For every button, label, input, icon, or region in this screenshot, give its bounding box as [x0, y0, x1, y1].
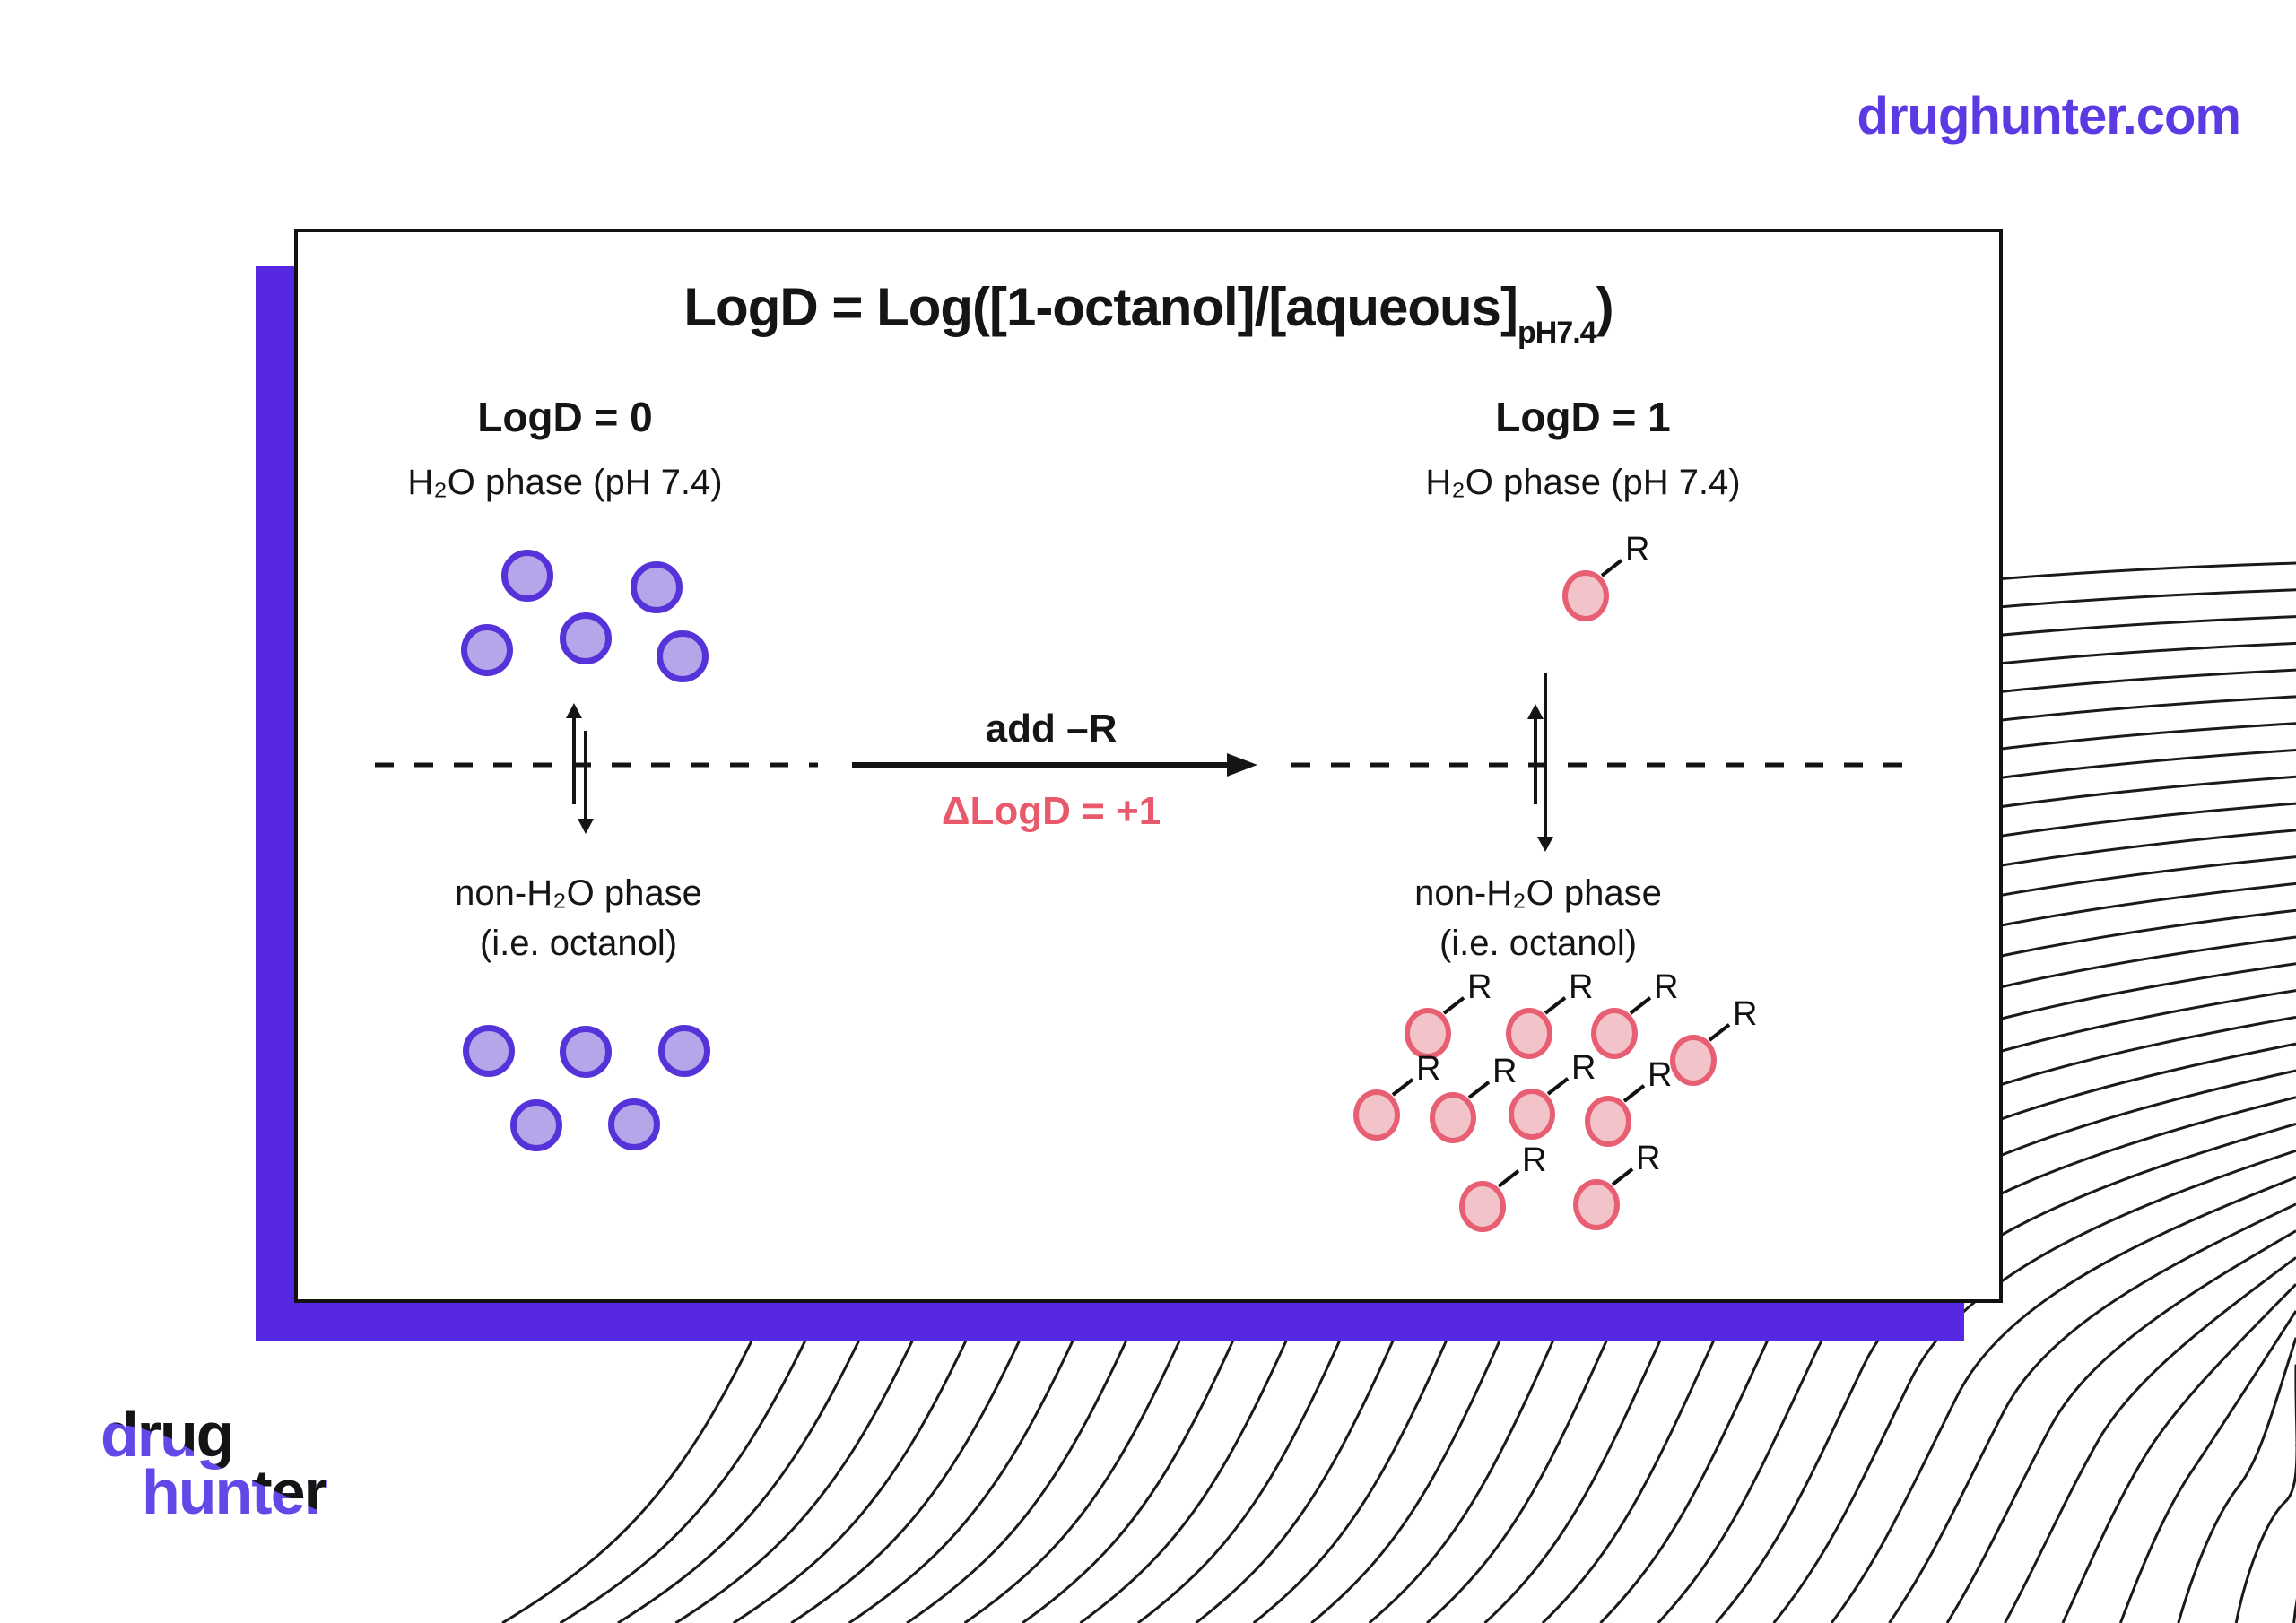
molecule-circle-with-r: [1430, 1091, 1476, 1143]
molecule-circle-with-r: [1591, 1007, 1638, 1059]
delta-logd-label: ΔLogD = +1: [941, 789, 1161, 833]
r-group-label: R: [1569, 968, 1594, 1006]
r-group-label: R: [1416, 1050, 1441, 1088]
right-aqueous-phase-label: H₂O phase (pH 7.4): [1425, 463, 1741, 502]
drughunter-logo[interactable]: drug drug hunter hunter: [100, 1400, 328, 1527]
molecule-circle: [631, 561, 683, 613]
logo-line-drug: drug drug: [100, 1400, 235, 1470]
right-octanol-phase-label: non-H₂O phase (i.e. octanol): [1414, 873, 1662, 963]
ripple-line: [2234, 1364, 2296, 1623]
ripple-line: [2177, 1337, 2296, 1623]
r-group-label: R: [1654, 968, 1679, 1006]
logo-line-hunter: hunter hunter: [142, 1457, 328, 1527]
molecule-circle-with-r: [1459, 1180, 1506, 1232]
site-url[interactable]: drughunter.com: [1857, 87, 2241, 145]
ripple-line: [2004, 1256, 2296, 1623]
molecule-circle-with-r: [1405, 1007, 1451, 1059]
molecule-circle: [461, 624, 513, 676]
ripple-line: [2061, 1283, 2296, 1623]
ripple-line: [2118, 1310, 2296, 1623]
r-group-label: R: [1636, 1140, 1661, 1177]
r-group-label: R: [1733, 995, 1758, 1033]
molecule-circle: [463, 1025, 515, 1077]
molecule-circle: [501, 550, 553, 602]
molecule-circle: [608, 1098, 660, 1150]
left-octanol-phase-label: non-H₂O phase (i.e. octanol): [455, 873, 702, 963]
molecule-circle: [657, 630, 709, 682]
molecule-circle-with-r: [1506, 1007, 1552, 1059]
molecule-circle-with-r: [1573, 1178, 1620, 1230]
right-heading: LogD = 1: [1495, 394, 1671, 440]
molecule-circle: [560, 612, 612, 664]
card-title-main: LogD = Log([1-octanol]/[aqueous]: [683, 277, 1518, 337]
card-title-close: ): [1596, 277, 1614, 337]
left-heading: LogD = 0: [477, 394, 653, 440]
left-aqueous-phase-label: H₂O phase (pH 7.4): [407, 463, 723, 502]
reaction-label: add –R: [985, 707, 1118, 751]
molecule-circle-with-r: [1353, 1089, 1400, 1141]
molecule-circle: [560, 1026, 612, 1078]
molecule-circle: [510, 1099, 562, 1151]
molecule-circle-with-r: [1670, 1034, 1717, 1086]
r-group-label: R: [1522, 1141, 1547, 1179]
molecule-circle-with-r: [1509, 1088, 1555, 1140]
card-title: LogD = Log([1-octanol]/[aqueous]pH7.4): [294, 276, 2003, 350]
r-group-label: R: [1648, 1056, 1673, 1094]
molecule-circle-with-r: [1562, 569, 1609, 621]
r-group-label: R: [1467, 968, 1492, 1006]
r-group-label: R: [1492, 1053, 1518, 1090]
r-group-label: R: [1625, 531, 1650, 568]
r-group-label: R: [1571, 1049, 1596, 1087]
card-title-subscript: pH7.4: [1518, 316, 1597, 350]
molecule-circle: [658, 1025, 710, 1077]
molecule-circle-with-r: [1585, 1095, 1631, 1147]
